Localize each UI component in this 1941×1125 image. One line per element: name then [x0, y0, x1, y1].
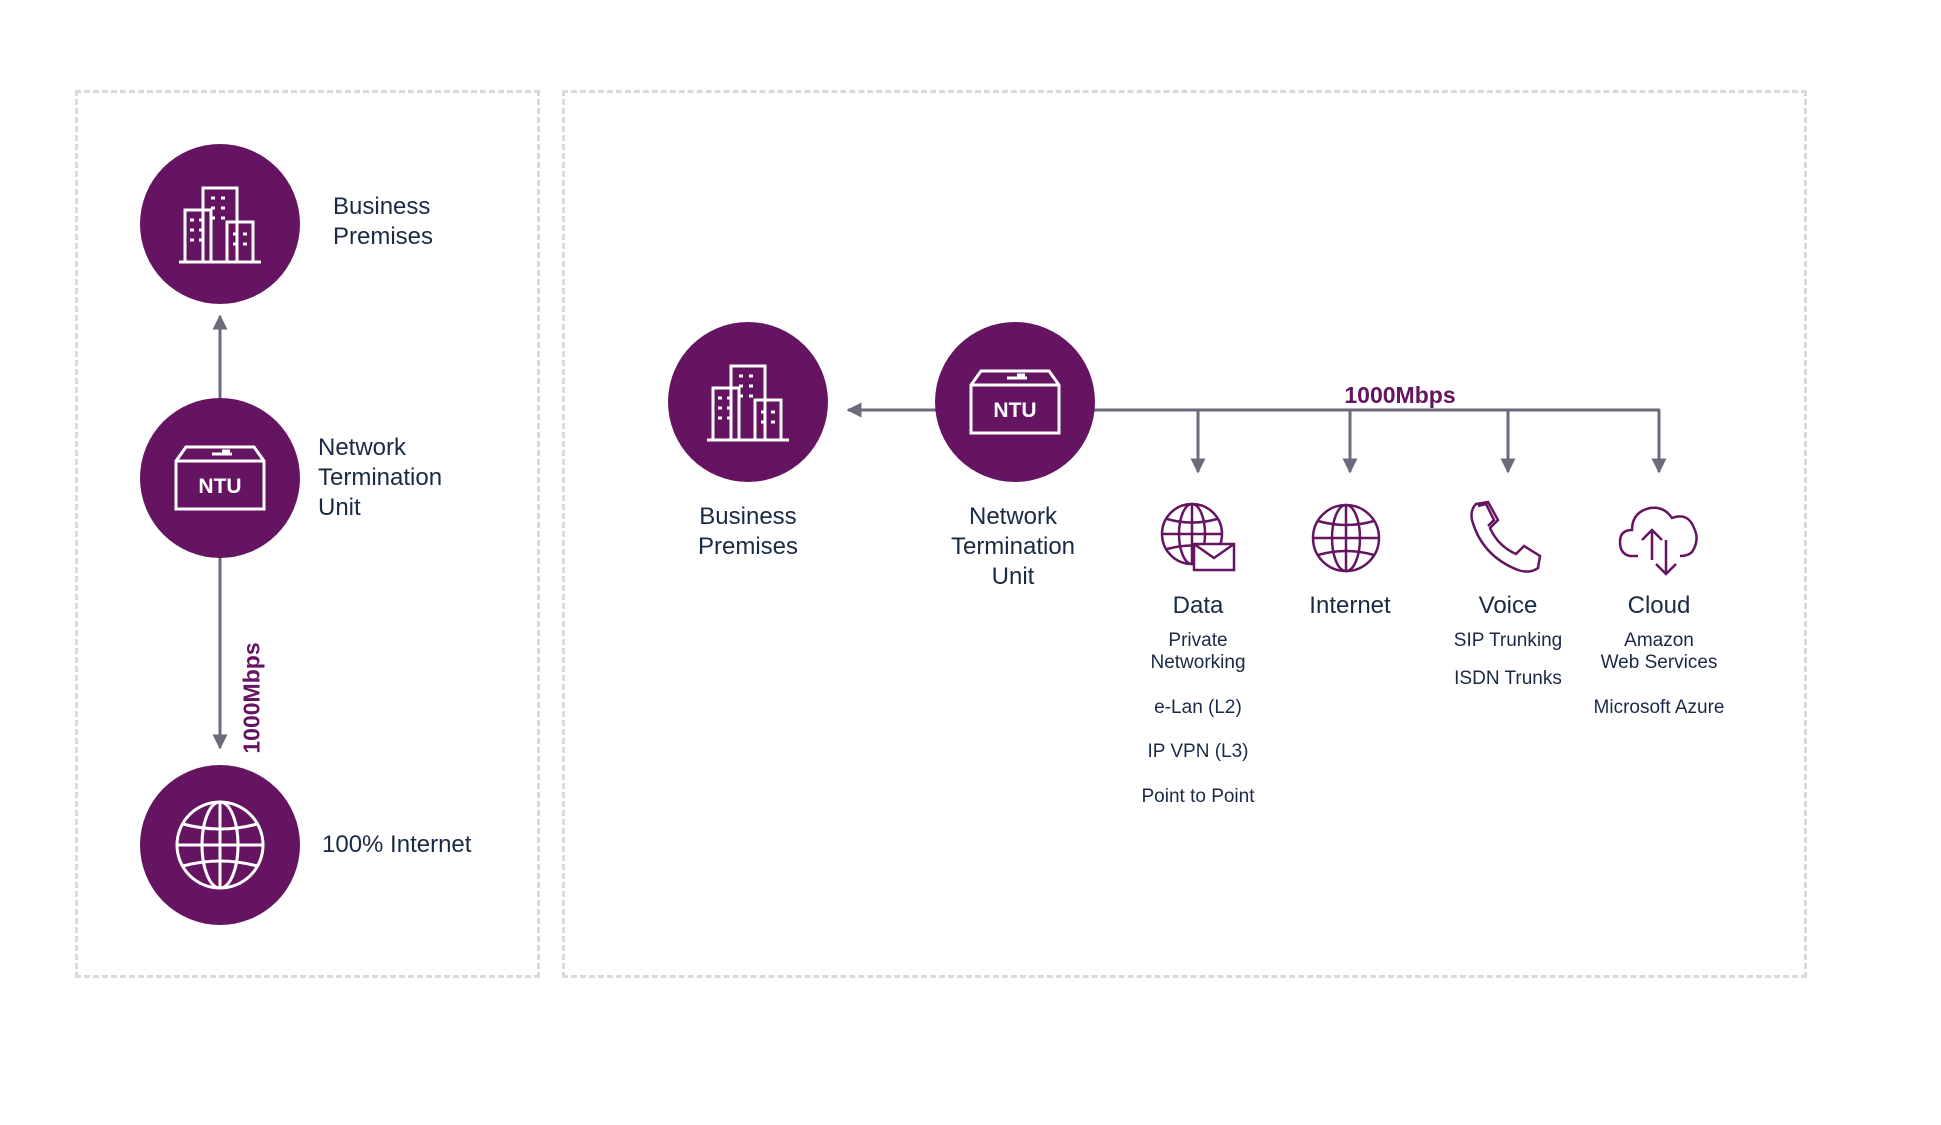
cloud-upload-icon: [1618, 506, 1698, 576]
internet-label-left: 100% Internet: [322, 831, 472, 858]
globe-mail-icon: [1160, 502, 1236, 572]
globe-icon: [175, 800, 265, 890]
ntu-box-icon: NTU: [174, 445, 266, 511]
ntu-badge-text: NTU: [993, 399, 1036, 422]
ntu-badge-text: NTU: [198, 475, 241, 498]
service-item-private-networking: Private Networking: [1150, 630, 1246, 673]
speed-label-right: 1000Mbps: [1344, 382, 1456, 408]
right-panel: [562, 90, 1807, 978]
service-item-elan: e-Lan (L2): [1154, 697, 1242, 718]
left-panel: [75, 90, 540, 978]
phone-icon: [1470, 500, 1542, 573]
business-premises-label-left: Business Premises: [333, 193, 434, 250]
service-item-azure: Microsoft Azure: [1593, 697, 1725, 718]
business-premises-label-right: Business Premises: [697, 503, 799, 560]
business-premises-node-left: [140, 144, 300, 304]
service-item-isdn-trunks: ISDN Trunks: [1454, 668, 1562, 689]
service-title-voice: Voice: [1478, 592, 1538, 619]
ntu-label-right: Network Termination Unit: [950, 503, 1076, 590]
service-title-internet: Internet: [1309, 592, 1391, 619]
ntu-box-icon: NTU: [969, 369, 1061, 435]
building-icon: [179, 186, 261, 264]
ntu-node-left: NTU: [140, 398, 300, 558]
service-title-data: Data: [1172, 592, 1224, 619]
service-item-point-to-point: Point to Point: [1141, 786, 1255, 807]
service-title-cloud: Cloud: [1627, 592, 1691, 619]
speed-label-left: 1000Mbps: [238, 642, 265, 754]
service-item-sip-trunking: SIP Trunking: [1453, 630, 1563, 651]
business-premises-node-right: [668, 322, 828, 482]
ntu-label-left: Network Termination Unit: [318, 434, 443, 521]
service-item-ipvpn: IP VPN (L3): [1147, 741, 1249, 762]
ntu-node-right: NTU: [935, 322, 1095, 482]
internet-node-left: [140, 765, 300, 925]
globe-icon: [1311, 503, 1381, 573]
building-icon: [707, 364, 789, 442]
service-item-aws: Amazon Web Services: [1600, 630, 1718, 673]
